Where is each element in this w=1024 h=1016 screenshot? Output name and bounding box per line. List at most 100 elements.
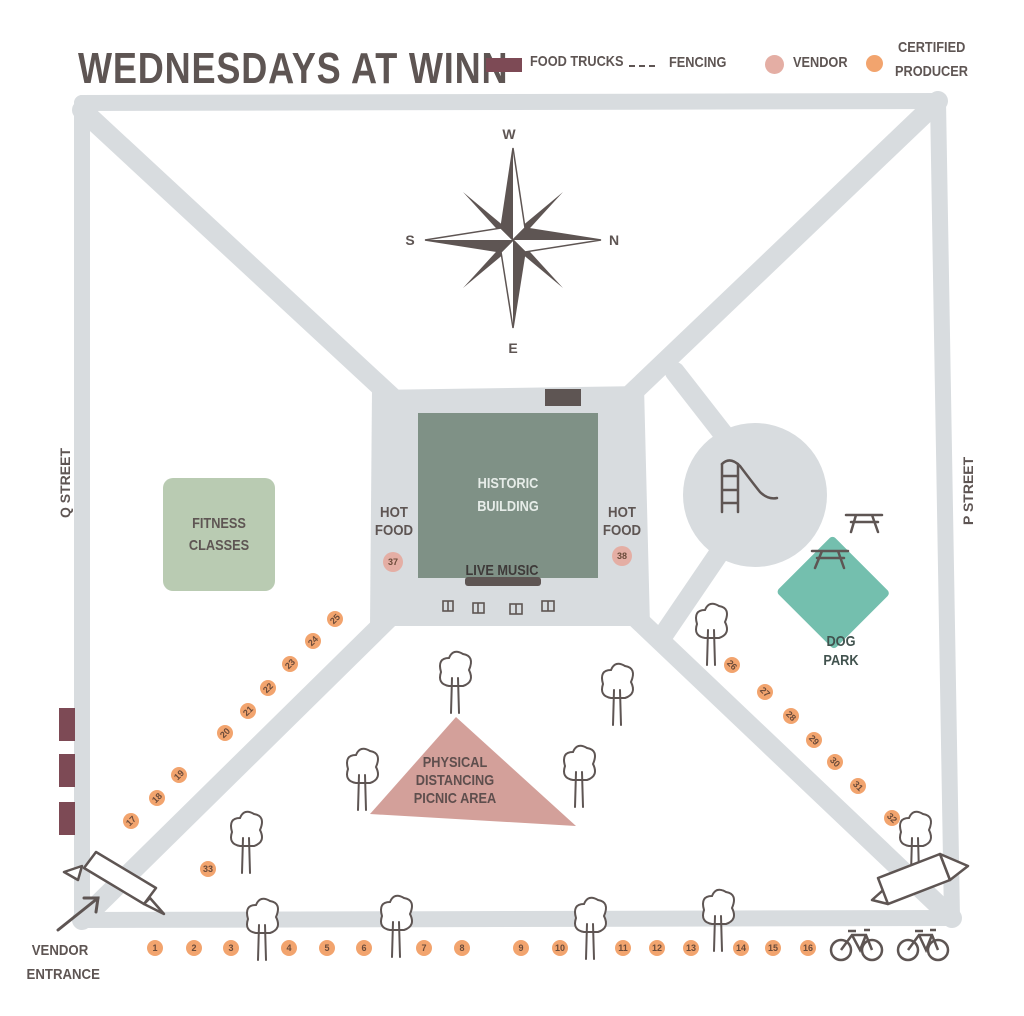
compass-east: E — [508, 340, 517, 356]
bike-icon — [896, 928, 950, 962]
food-truck — [59, 708, 75, 741]
stall-marker — [783, 708, 799, 724]
stall-marker — [147, 940, 163, 956]
stall-marker — [123, 813, 139, 829]
tree-icon — [601, 662, 634, 726]
picnic-area — [370, 717, 576, 826]
playground-area — [683, 423, 827, 567]
stall-marker — [552, 940, 568, 956]
diagonal-path-bottom-right — [620, 602, 962, 928]
stall-marker — [327, 611, 343, 627]
stall-marker — [281, 940, 297, 956]
compass-south: S — [405, 232, 414, 248]
park-paths — [72, 91, 962, 930]
stall-marker — [800, 940, 816, 956]
legend-vendor: VENDOR — [793, 54, 848, 71]
stall-marker — [217, 725, 233, 741]
small-structure — [545, 389, 581, 406]
stall-number: 10 — [555, 943, 565, 953]
stall-marker — [757, 684, 773, 700]
legend: FOOD TRUCKS FENCING VENDOR CERTIFIED PRO… — [486, 39, 986, 90]
stall-marker — [282, 656, 298, 672]
stall-marker — [513, 940, 529, 956]
stall-number: 9 — [518, 943, 523, 953]
live-music-label: LIVE MUSIC — [465, 562, 539, 579]
diagonal-path-top-right — [620, 91, 948, 405]
stall-marker — [683, 940, 699, 956]
fitness-classes-area — [163, 478, 275, 591]
stall-number: 14 — [736, 943, 746, 953]
vendor-swatch — [765, 55, 784, 74]
stall-marker — [612, 546, 632, 566]
stall-number: 1 — [152, 943, 157, 953]
stall-marker — [454, 940, 470, 956]
stall-marker — [171, 767, 187, 783]
stall-number: 16 — [803, 943, 813, 953]
food-truck — [59, 754, 75, 787]
stall-number: 33 — [203, 864, 213, 874]
stall-number: 12 — [652, 943, 662, 953]
tree-icon — [899, 810, 932, 874]
stall-marker — [383, 552, 403, 572]
stall-marker — [765, 940, 781, 956]
tree-icon — [346, 747, 379, 811]
playground-path-lower — [650, 530, 738, 650]
tree-icon — [439, 650, 472, 714]
stall-number: 6 — [361, 943, 366, 953]
historic-building — [418, 413, 598, 578]
cafe-table-icons — [442, 600, 555, 615]
stall-marker — [806, 732, 822, 748]
stall-marker — [356, 940, 372, 956]
stall-marker — [305, 633, 321, 649]
perimeter-path-bottom — [74, 910, 960, 928]
entrance-banner-right — [870, 852, 970, 906]
bike-icon — [829, 928, 884, 962]
stall-number: 38 — [617, 551, 627, 561]
stall-marker — [260, 680, 276, 696]
diagonal-path-top-left — [72, 100, 405, 410]
stall-marker — [850, 778, 866, 794]
playground-path-upper — [665, 362, 738, 450]
fencing-swatch — [629, 65, 655, 67]
diagonal-path-bottom-left — [72, 602, 405, 930]
tree-icon — [695, 602, 728, 666]
slide-icon — [720, 459, 779, 514]
tree-icon — [230, 810, 263, 874]
stall-marker — [649, 940, 665, 956]
perimeter-path-top — [74, 93, 946, 111]
legend-food-trucks: FOOD TRUCKS — [530, 53, 624, 70]
picnic-table-icon — [810, 513, 884, 570]
stall-marker — [724, 657, 740, 673]
stall-number: 2 — [191, 943, 196, 953]
stall-marker — [416, 940, 432, 956]
dog-park-area — [777, 536, 889, 649]
stall-marker — [200, 861, 216, 877]
legend-certified-producer-1: CERTIFIED — [898, 39, 966, 56]
food-truck-swatch — [486, 58, 522, 72]
vendor-entrance-arrow-icon — [56, 896, 100, 932]
legend-fencing: FENCING — [669, 54, 727, 71]
stall-marker — [240, 703, 256, 719]
stall-marker — [223, 940, 239, 956]
stall-marker — [149, 790, 165, 806]
stage-bar — [465, 577, 541, 586]
legend-certified-producer-2: PRODUCER — [895, 63, 968, 80]
stall-number: 13 — [686, 943, 696, 953]
stall-number: 4 — [286, 943, 291, 953]
stall-marker — [186, 940, 202, 956]
stall-marker — [615, 940, 631, 956]
trees — [230, 602, 932, 961]
stall-marker — [319, 940, 335, 956]
stall-marker — [884, 810, 900, 826]
tree-icon — [702, 888, 735, 952]
tree-icon — [380, 894, 413, 958]
compass-west: W — [502, 126, 516, 142]
certified-producer-swatch — [866, 55, 883, 72]
stall-number: 5 — [324, 943, 329, 953]
page-title: WEDNESDAYS AT WINN — [78, 44, 509, 93]
stall-marker — [733, 940, 749, 956]
